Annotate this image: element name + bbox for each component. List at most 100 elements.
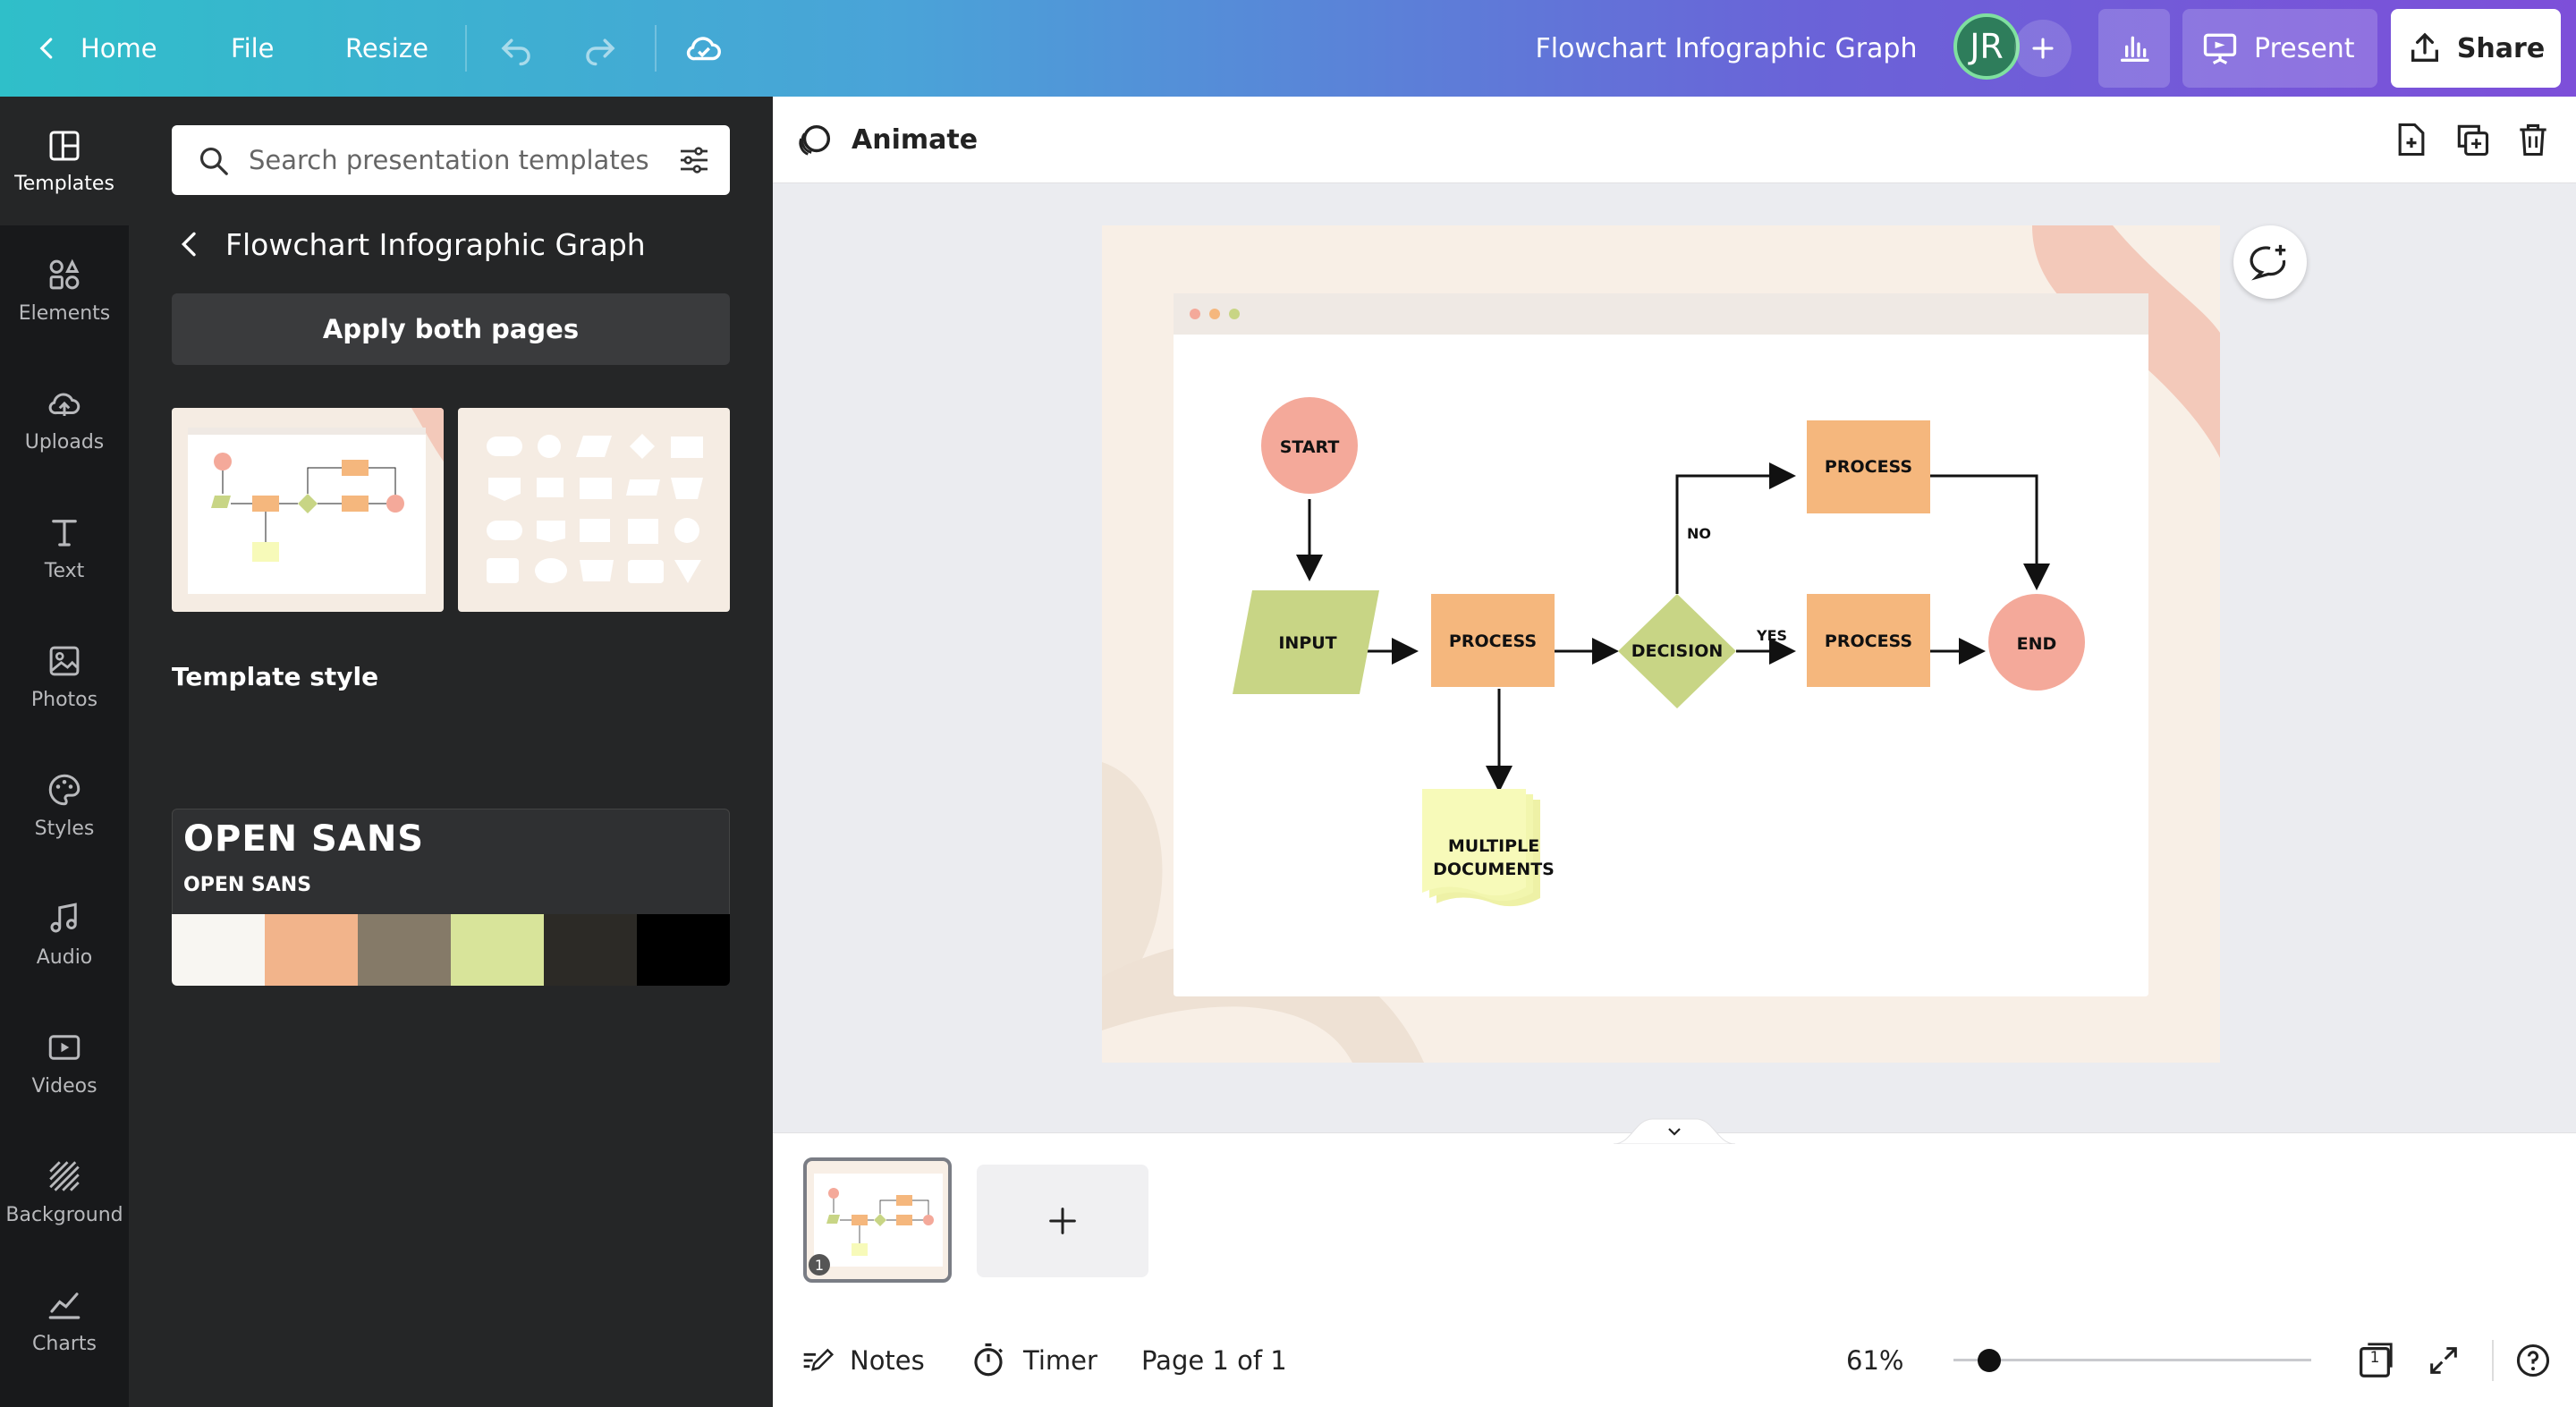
save-status-button[interactable]	[683, 0, 724, 97]
search-icon	[199, 147, 228, 175]
collapse-pages-handle[interactable]	[1614, 1114, 1735, 1144]
charts-icon	[48, 1292, 80, 1319]
rail-label: Background	[5, 1203, 123, 1226]
rail-item-charts[interactable]: Charts	[0, 1256, 129, 1385]
redo-icon	[586, 38, 615, 66]
home-button[interactable]: Home	[34, 0, 157, 97]
page-indicator[interactable]: Page 1 of 1	[1141, 1344, 1287, 1376]
rail-label: Elements	[18, 301, 111, 325]
template-page-thumbnail[interactable]	[458, 408, 730, 612]
help-button[interactable]	[2513, 1313, 2553, 1407]
palette-swatch[interactable]	[637, 914, 730, 986]
add-page-button[interactable]	[977, 1165, 1148, 1277]
photos-icon	[49, 646, 80, 675]
rail-item-templates[interactable]: Templates	[0, 97, 129, 225]
page-count: 1	[2369, 1349, 2380, 1367]
rail-label: Templates	[14, 172, 114, 195]
page-thumbnail-preview: 1	[809, 1174, 943, 1276]
animate-icon[interactable]	[794, 120, 835, 161]
add-page-icon[interactable]	[2392, 120, 2431, 159]
chevron-left-icon[interactable]	[172, 226, 208, 262]
search-box[interactable]: Search presentation templates	[172, 125, 730, 195]
palette-swatch[interactable]	[451, 914, 544, 986]
rail-item-audio[interactable]: Audio	[0, 869, 129, 998]
rail-item-uploads[interactable]: Uploads	[0, 354, 129, 483]
present-label: Present	[2254, 32, 2355, 64]
zoom-slider-knob[interactable]	[1978, 1349, 2001, 1372]
zoom-slider-track	[1953, 1359, 2311, 1361]
rail-item-videos[interactable]: Videos	[0, 998, 129, 1127]
resize-button[interactable]: Resize	[345, 33, 428, 64]
process-node-main[interactable]	[1431, 594, 1555, 687]
rail-item-text[interactable]: Text	[0, 483, 129, 612]
slide-content: START INPUT PROCESS DECISION NO YES PROC…	[1102, 225, 2220, 1063]
template-page-thumbnail[interactable]	[172, 408, 444, 612]
pages-icon	[2360, 1342, 2393, 1377]
timer-label: Timer	[1023, 1344, 1097, 1376]
process-node-top[interactable]	[1807, 420, 1930, 513]
animate-button[interactable]: Animate	[852, 123, 979, 156]
invite-button[interactable]	[2014, 20, 2072, 77]
rail-item-background[interactable]: Background	[0, 1127, 129, 1256]
documents-label-line2: DOCUMENTS	[1433, 860, 1555, 879]
breadcrumb[interactable]: Flowchart Infographic Graph	[172, 216, 646, 272]
zoom-level[interactable]: 61%	[1846, 1344, 1904, 1376]
context-toolbar: Animate	[773, 97, 2576, 183]
duplicate-page-icon[interactable]	[2453, 120, 2492, 159]
rail-item-styles[interactable]: Styles	[0, 741, 129, 869]
comment-plus-icon	[2250, 244, 2286, 281]
page-thumbnail[interactable]: 1	[803, 1157, 952, 1283]
notes-label: Notes	[850, 1344, 925, 1376]
zoom-slider[interactable]	[1953, 1313, 2311, 1407]
timer-button[interactable]: Timer	[970, 1313, 1097, 1407]
trash-icon[interactable]	[2513, 120, 2553, 159]
multiple-documents-node[interactable]	[1422, 789, 1540, 907]
undo-button[interactable]	[497, 0, 535, 97]
start-node[interactable]	[1261, 397, 1358, 494]
decision-node[interactable]	[1618, 594, 1736, 708]
color-palette[interactable]	[172, 914, 730, 986]
share-button[interactable]: Share	[2391, 9, 2561, 88]
fullscreen-icon	[2430, 1346, 2457, 1374]
filter-icon[interactable]	[676, 142, 712, 178]
plus-icon	[1049, 1208, 1076, 1234]
rail-item-photos[interactable]: Photos	[0, 612, 129, 741]
process-node-right[interactable]	[1807, 594, 1930, 687]
templates-panel: Search presentation templates Flowchart …	[129, 97, 773, 1407]
fullscreen-button[interactable]	[2426, 1313, 2462, 1407]
shapes-thumbnail	[487, 434, 703, 583]
notes-icon	[803, 1348, 834, 1371]
chevron-left-icon	[39, 38, 53, 59]
add-comment-button[interactable]	[2233, 225, 2307, 299]
rail-item-elements[interactable]: Elements	[0, 225, 129, 354]
input-node[interactable]	[1233, 590, 1379, 694]
window-dot-red	[1190, 309, 1200, 319]
notes-button[interactable]: Notes	[798, 1313, 925, 1407]
end-node[interactable]	[1988, 594, 2085, 691]
palette-swatch[interactable]	[265, 914, 358, 986]
insights-button[interactable]	[2098, 9, 2170, 88]
breadcrumb-title: Flowchart Infographic Graph	[225, 226, 646, 262]
divider	[2492, 1340, 2494, 1381]
design-title[interactable]: Flowchart Infographic Graph	[1535, 32, 1918, 64]
palette-swatch[interactable]	[544, 914, 637, 986]
palette-swatch[interactable]	[358, 914, 451, 986]
present-button[interactable]: Present	[2182, 9, 2377, 88]
process-label: PROCESS	[1825, 457, 1912, 477]
uploads-icon	[48, 393, 80, 416]
file-menu[interactable]: File	[231, 33, 275, 64]
elements-icon	[49, 259, 80, 289]
apply-both-pages-button[interactable]: Apply both pages	[172, 293, 730, 365]
cloud-check-icon	[686, 37, 721, 61]
redo-button[interactable]	[581, 0, 619, 97]
yes-label: YES	[1756, 627, 1787, 644]
search-input[interactable]: Search presentation templates	[249, 145, 649, 175]
avatar[interactable]: JR	[1953, 13, 2020, 80]
page-grid-button[interactable]: 1	[2354, 1313, 2395, 1407]
rail-label: Videos	[31, 1074, 97, 1098]
chevron-down-icon	[1668, 1128, 1681, 1136]
page-number-badge: 1	[815, 1257, 824, 1274]
palette-swatch[interactable]	[172, 914, 265, 986]
font-style-card[interactable]: OPEN SANS OPEN SANS	[172, 809, 730, 916]
design-canvas[interactable]: START INPUT PROCESS DECISION NO YES PROC…	[1102, 225, 2220, 1063]
